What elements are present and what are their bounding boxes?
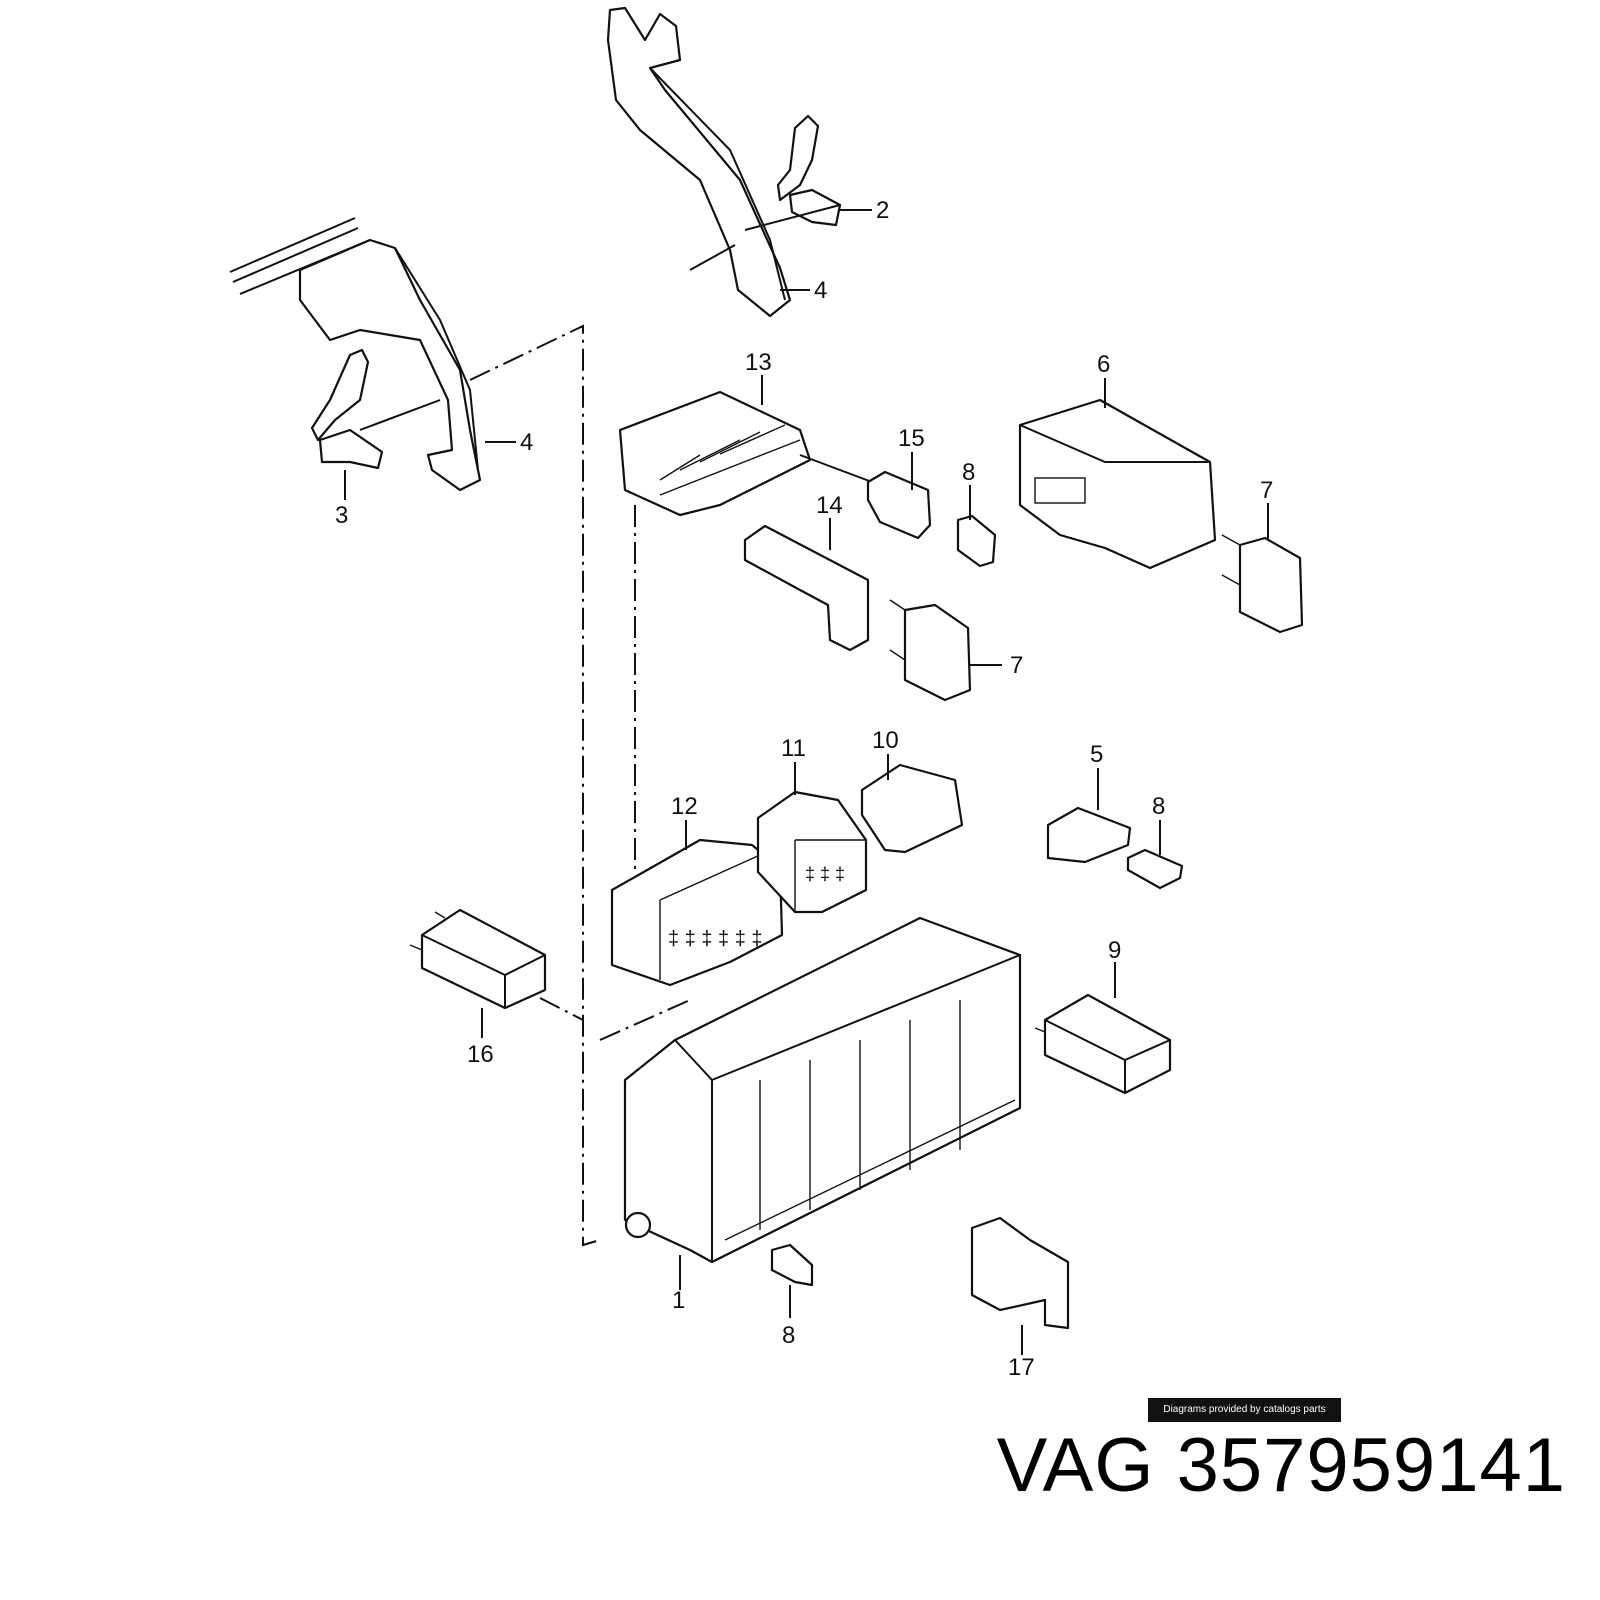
callout-10: 10: [872, 727, 899, 754]
relay-9: [1034, 993, 1172, 1095]
callout-11: 11: [781, 735, 806, 762]
bracket-upper: [606, 6, 792, 318]
relay-base-6: [1018, 398, 1217, 570]
callout-4-left: 4: [520, 429, 533, 456]
callout-8-right: 8: [1152, 793, 1165, 820]
callout-15: 15: [898, 425, 925, 452]
credit-banner: Diagrams provided by catalogs parts: [1148, 1398, 1341, 1422]
callout-14: 14: [816, 492, 843, 519]
callout-12: 12: [671, 793, 698, 820]
callout-8-bottom: 8: [782, 1322, 795, 1349]
connector-11: ‡ ‡ ‡: [756, 790, 868, 914]
fuse-relay-box-1: [623, 916, 1022, 1264]
callout-7-upper: 7: [1260, 477, 1273, 504]
connector-15: [866, 470, 932, 540]
terminal-8-bottom: [770, 1243, 814, 1287]
bracket-left: [229, 217, 482, 492]
callout-17: 17: [1008, 1354, 1035, 1381]
relay-16: [409, 908, 547, 1010]
bracket-10: [860, 763, 964, 854]
connector-17: [970, 1216, 1070, 1330]
fuse-7-lower: [889, 599, 972, 702]
relay-holder-5: [1046, 806, 1132, 864]
fuse-7-upper: [1221, 534, 1304, 634]
callout-13: 13: [745, 349, 772, 376]
svg-text:‡ ‡ ‡ ‡ ‡ ‡: ‡ ‡ ‡ ‡ ‡ ‡: [668, 928, 763, 950]
callout-16: 16: [467, 1041, 494, 1068]
callout-8-upper: 8: [962, 459, 975, 486]
terminal-8-right: [1126, 848, 1184, 890]
connector-strip-13: [618, 390, 881, 517]
callout-9: 9: [1108, 937, 1121, 964]
bar-14: [743, 524, 870, 652]
connector-block-12: ‡ ‡ ‡ ‡ ‡ ‡: [610, 838, 784, 987]
callout-2: 2: [876, 197, 889, 224]
callout-5: 5: [1090, 741, 1103, 768]
terminal-8-upper: [956, 514, 997, 568]
callout-7-lower: 7: [1010, 652, 1023, 679]
callout-6: 6: [1097, 351, 1110, 378]
callout-1: 1: [672, 1287, 685, 1314]
callout-3: 3: [335, 502, 348, 529]
callout-labels: 1 2 3 4 4 5 6 7 7 8 8 8 9 10 11 12 13 14…: [335, 197, 1273, 1381]
clip-left: [310, 348, 441, 470]
leader-lines: [344, 209, 1269, 1355]
callout-4-top: 4: [814, 277, 827, 304]
clip-upper: [744, 114, 842, 231]
part-number-title: VAG 357959141: [996, 1423, 1566, 1508]
svg-text:‡ ‡ ‡: ‡ ‡ ‡: [805, 864, 845, 884]
alignment-lines: [469, 324, 691, 1247]
